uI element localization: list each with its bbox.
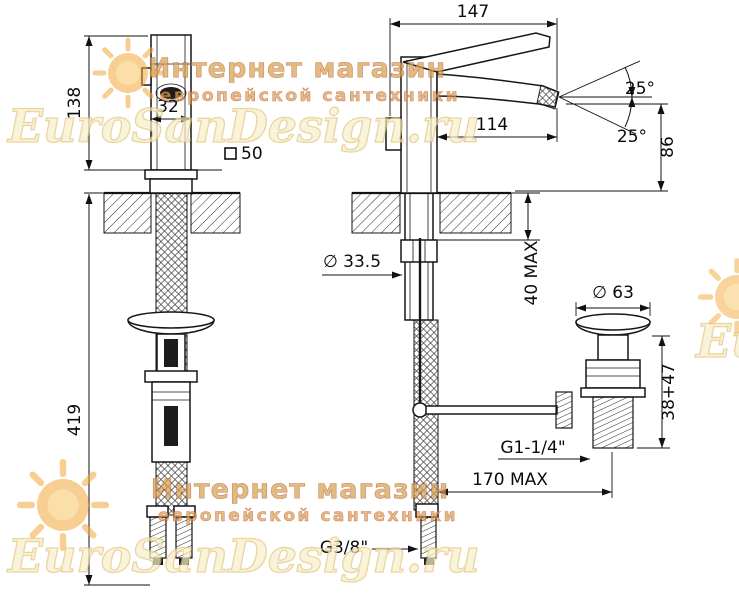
dim-spout-reach: 114 (476, 115, 508, 135)
dim-hose-length: 419 (65, 404, 85, 436)
side-drain-assembly (575, 313, 651, 449)
dim-drain-height: 38+47 (659, 363, 679, 421)
dim-hose-thread: G3/8" (320, 538, 368, 558)
side-view (351, 32, 651, 565)
front-handle-dot (160, 87, 182, 99)
dim-angle-up: 25° (625, 79, 655, 99)
dim-deck-thickness: 40 MAX (522, 240, 542, 305)
watermark-shop-line1-bottom: Интернет магазин (151, 474, 449, 505)
side-dimensions: 147 114 25° 25° 86 ∅ 33.5 40 MAX ∅ 63 (320, 2, 679, 558)
watermark-shop-line2-bottom: европейской сантехники (158, 506, 458, 526)
side-hose-fitting (415, 503, 439, 565)
dim-angle-down: 25° (617, 127, 647, 147)
popup-rod-linkage (412, 238, 573, 429)
angle-dimension: 25° 25° (558, 60, 655, 147)
front-countertop-right (190, 192, 241, 234)
side-countertop-left (351, 192, 401, 234)
watermark-brand-fragment-right: Eu (694, 314, 739, 368)
front-hose-fittings (146, 505, 196, 565)
side-faucet-body (385, 32, 560, 194)
dim-rod-reach: 170 MAX (472, 470, 548, 490)
dim-shank-diameter: ∅ 33.5 (323, 252, 381, 272)
front-view (103, 34, 241, 565)
popup-rod-knob (385, 117, 402, 151)
dim-base-square: 50 (241, 144, 263, 164)
square-symbol (224, 147, 237, 160)
sun-watermark-icon (20, 462, 106, 548)
dim-drain-cap-diameter: ∅ 63 (592, 283, 634, 303)
dim-total-depth: 147 (457, 2, 489, 22)
dim-spout-height-above-deck: 86 (658, 136, 678, 158)
dim-body-width: 32 (157, 97, 179, 117)
front-countertop-left (103, 192, 152, 234)
sun-watermark-icon (701, 261, 739, 334)
watermark-layer: Интернет магазин европейской сантехники … (5, 40, 739, 584)
aerator-face (536, 84, 560, 110)
side-countertop-right (439, 192, 512, 234)
dim-drain-thread: G1-1/4" (500, 438, 565, 458)
watermark-brand-bottom: EuroSanDesign.ru (6, 529, 480, 583)
dim-spout-height: 138 (65, 87, 85, 119)
lever-handle (402, 32, 551, 73)
front-dimensions: 138 32 50 419 (65, 35, 263, 586)
front-drain-assembly (127, 311, 215, 463)
